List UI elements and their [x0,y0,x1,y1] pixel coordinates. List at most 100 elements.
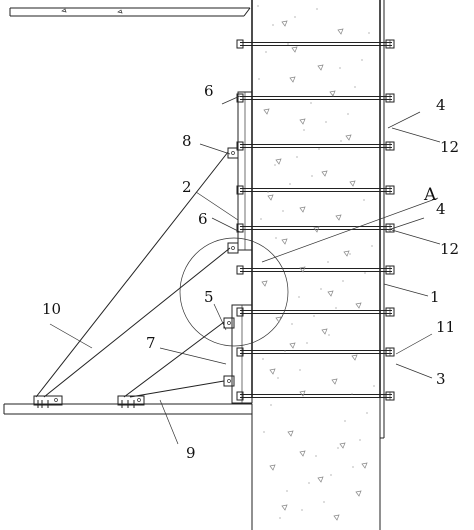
dot-28 [325,121,327,123]
dot-25 [284,350,286,352]
speckle-22 [275,316,282,323]
callout-11: 11 [436,318,455,336]
dot-51 [364,272,366,274]
dot-23 [296,156,298,158]
speckle-6 [263,108,270,115]
top-slab [9,7,251,17]
speckle-1 [337,28,344,35]
anchor-block-right [117,395,145,408]
callout-5: 5 [204,288,214,306]
dot-34 [289,183,291,185]
speckle-7 [299,118,306,125]
speckle-17 [343,250,350,257]
dot-16 [279,517,281,519]
dot-42 [359,439,361,441]
bolt-left-5 [236,265,244,275]
dot-29 [260,218,262,220]
callout-8: 8 [182,132,192,150]
callout-a: A [423,185,437,205]
dot-31 [366,412,368,414]
bolt-heads [236,39,395,401]
dot-0 [257,5,259,7]
dot-6 [339,67,341,69]
callout-6-lower: 6 [198,210,208,228]
speckle-11 [349,180,356,187]
dot-4 [351,393,353,395]
dot-32 [301,509,303,511]
speckle-23 [321,328,328,335]
speckle-0 [281,20,288,27]
callout-4-upper: 4 [436,96,446,114]
dot-53 [352,466,354,468]
dot-24 [349,253,351,255]
dot-22 [361,59,363,61]
dot-54 [287,43,289,45]
bolt-left-2 [236,141,244,151]
bolt-left-7 [236,347,244,357]
dot-47 [270,404,272,406]
dot-8 [327,261,329,263]
dot-7 [274,164,276,166]
dot-12 [303,129,305,131]
callout-2: 2 [182,178,192,196]
speckle-8 [345,134,352,141]
callout-7: 7 [146,334,156,352]
dot-59 [316,8,318,10]
dot-35 [342,280,344,282]
bolt-left-6 [236,307,244,317]
callout-12-lower: 12 [440,240,459,258]
dot-17 [332,94,334,96]
dot-38 [265,51,267,53]
dot-3 [298,296,300,298]
dot-41 [306,342,308,344]
speckle-9 [275,158,282,165]
speckle-16 [281,238,288,245]
dot-9 [262,358,264,360]
speckle-33 [355,490,362,497]
dot-58 [263,431,265,433]
speckle-37 [361,462,368,469]
dot-30 [313,315,315,317]
speckle-35 [333,514,340,521]
dot-20 [373,385,375,387]
dot-46 [335,307,337,309]
callouts: 4 12 6 8 2 A 6 4 12 1 10 5 11 7 3 9 [42,82,459,462]
dot-36 [277,377,279,379]
dot-5 [286,490,288,492]
concrete-column [251,0,381,530]
dot-2 [363,199,365,201]
callout-12-upper: 12 [440,138,459,156]
bolt-left-3 [236,185,244,195]
leader-lines [49,95,441,445]
detail-circle-a [179,237,289,347]
speckle-2 [291,46,298,53]
speckle-19 [261,280,268,287]
callout-3: 3 [436,370,446,388]
speckle-27 [331,378,338,385]
dot-44 [347,113,349,115]
dot-48 [323,501,325,503]
speckle-31 [269,464,276,471]
callout-1: 1 [430,288,440,306]
dot-18 [267,191,269,193]
speckle-30 [339,442,346,449]
dot-40 [371,245,373,247]
dot-11 [368,32,370,34]
speckle-32 [317,476,324,483]
callout-9: 9 [186,444,196,462]
speckle-15 [313,226,320,233]
speckle-25 [351,354,358,361]
dot-37 [330,474,332,476]
speckle-12 [267,194,274,201]
dot-15 [344,420,346,422]
speckle-13 [299,206,306,213]
dot-21 [308,482,310,484]
speckle-21 [355,302,362,309]
dot-45 [282,210,284,212]
concrete-speckles [257,5,375,521]
dot-50 [311,175,313,177]
dot-1 [310,102,312,104]
bolt-left-0 [236,39,244,49]
anchor-block-left [33,395,63,408]
